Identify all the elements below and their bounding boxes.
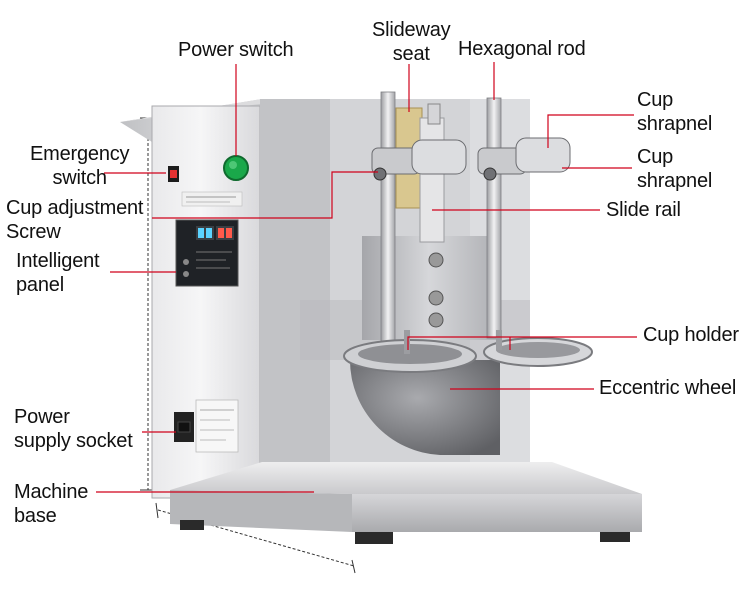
label-hexagonal-rod: Hexagonal rod: [458, 38, 586, 60]
leader-cup-holder: [407, 336, 637, 350]
clamp-right: [477, 137, 571, 181]
label-cup-adjustment-screw: Cup adjustment Screw: [6, 197, 144, 243]
dimension-guides: [140, 117, 356, 574]
label-cup-shrapnel-top: Cup shrapnel: [637, 89, 713, 135]
label-eccentric-wheel: Eccentric wheel: [599, 377, 737, 399]
label-power-supply-socket: Power supply socket: [14, 406, 133, 452]
label-cup-holder: Cup holder: [643, 324, 739, 346]
slide-rail: [419, 117, 445, 243]
machine-base-top: [170, 462, 642, 494]
label-emergency-switch: Emergency switch: [30, 143, 130, 189]
cup-holder-rings: [343, 337, 593, 373]
leader-cup-adjustment-screw: [152, 171, 378, 219]
label-machine-base: Machine base: [14, 481, 89, 527]
label-intelligent-panel: Intelligent panel: [16, 250, 100, 296]
machine-base-front: [352, 494, 642, 532]
label-cup-shrapnel-bottom: Cup shrapnel: [637, 146, 713, 192]
cup-adjustment-screw: [373, 167, 387, 181]
label-slideway-seat: Slideway seat: [372, 19, 451, 65]
clamp-left: [371, 139, 467, 181]
leader-cup-shrapnel-top: [547, 114, 634, 148]
label-power-switch: Power switch: [178, 39, 294, 61]
eccentric-wheel: [349, 360, 500, 455]
label-slide-rail: Slide rail: [606, 199, 681, 221]
